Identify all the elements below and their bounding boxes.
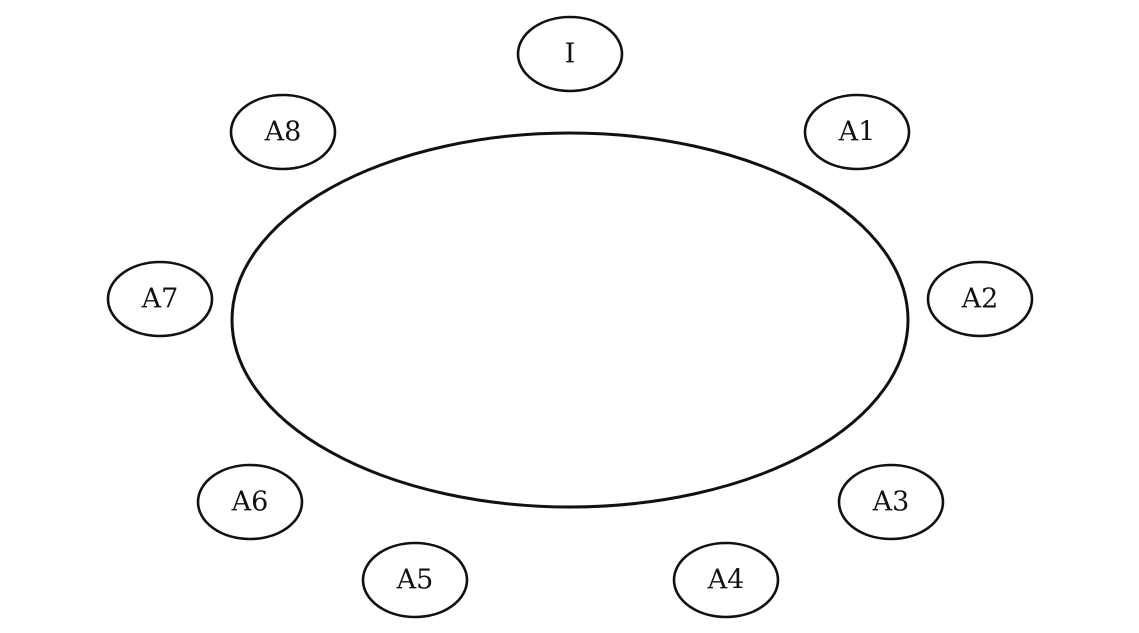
node-A1-label: A1 <box>838 117 876 148</box>
node-A4-label: A4 <box>707 565 745 596</box>
node-A5: A5 <box>361 541 469 619</box>
node-A5-ellipse <box>361 541 469 619</box>
node-A8-label: A8 <box>264 117 302 148</box>
node-A3-label: A3 <box>872 487 910 518</box>
node-A3: A3 <box>837 463 945 541</box>
node-A2: A2 <box>926 260 1034 338</box>
node-A5-label: A5 <box>396 565 434 596</box>
node-I: I <box>516 15 624 93</box>
node-A1-ellipse <box>803 93 911 171</box>
node-I-label: I <box>565 39 576 70</box>
central-table-ellipse <box>230 131 910 509</box>
node-A4: A4 <box>672 541 780 619</box>
node-A7: A7 <box>106 260 214 338</box>
node-A6-ellipse <box>196 463 304 541</box>
node-A3-ellipse <box>837 463 945 541</box>
node-A4-ellipse <box>672 541 780 619</box>
node-A1: A1 <box>803 93 911 171</box>
node-A7-ellipse <box>106 260 214 338</box>
node-A6: A6 <box>196 463 304 541</box>
node-A8: A8 <box>229 93 337 171</box>
node-A2-label: A2 <box>961 284 999 315</box>
node-A2-ellipse <box>926 260 1034 338</box>
node-A7-label: A7 <box>141 284 179 315</box>
node-A6-label: A6 <box>231 487 269 518</box>
node-I-ellipse <box>516 15 624 93</box>
node-A8-ellipse <box>229 93 337 171</box>
